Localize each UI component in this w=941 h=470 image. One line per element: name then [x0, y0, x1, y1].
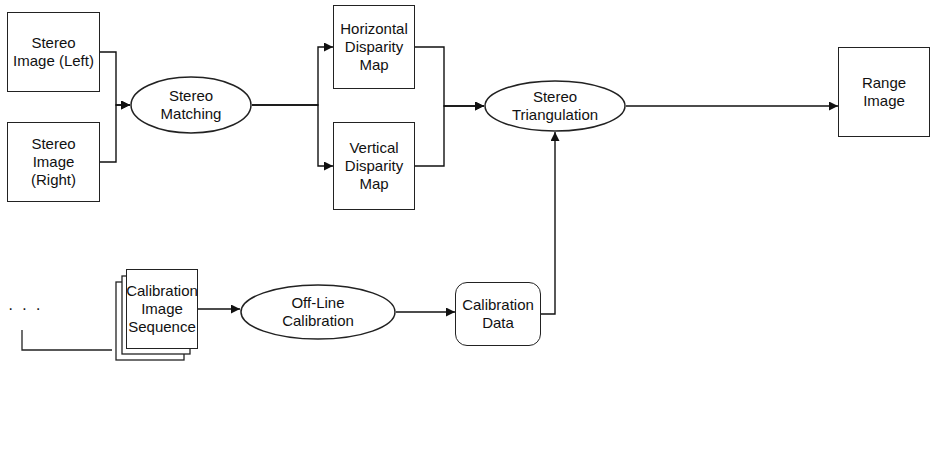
node-text: Off-Line Calibration — [256, 294, 380, 329]
node-text: Calibration Data — [461, 296, 535, 331]
stack-frame — [22, 330, 112, 350]
data-store-box: Calibration Data — [455, 282, 541, 346]
input-image-box: Stereo Image (Left) — [7, 12, 100, 92]
ellipse-outline — [131, 77, 251, 133]
flow-arrow — [252, 47, 333, 105]
node-text: Vertical Disparity Map — [339, 139, 409, 192]
input-image-box: Stereo Image (Right) — [7, 122, 100, 202]
process-ellipse: Stereo Matching — [130, 76, 252, 134]
node-text: Stereo Image (Left) — [13, 34, 94, 69]
ellipse-outline — [485, 81, 625, 131]
node-text: Stereo Image (Right) — [13, 135, 94, 188]
node-text: Range Image — [844, 74, 924, 109]
process-ellipse: Stereo Triangulation — [484, 80, 626, 132]
data-box: Vertical Disparity Map — [333, 122, 415, 210]
ellipsis-label: · · · — [8, 300, 43, 318]
flow-arrow — [100, 105, 130, 162]
flow-arrow — [198, 308, 240, 309]
flow-arrow — [100, 52, 130, 105]
image-sequence-box: Calibration Image Sequence — [126, 269, 198, 349]
node-text: Horizontal Disparity Map — [339, 20, 409, 73]
node-text: Stereo Matching — [146, 87, 236, 122]
ellipse-outline — [241, 285, 395, 339]
flow-arrow — [541, 132, 555, 314]
node-text: Stereo Triangulation — [500, 88, 610, 123]
flow-arrow — [415, 47, 484, 106]
flow-arrow — [415, 106, 484, 166]
node-text: Calibration Image Sequence — [126, 282, 198, 335]
flow-arrow — [626, 105, 838, 106]
process-ellipse: Off-Line Calibration — [240, 284, 396, 340]
flow-arrow — [396, 311, 455, 312]
data-box: Horizontal Disparity Map — [333, 5, 415, 89]
output-box: Range Image — [838, 47, 930, 137]
flow-arrow — [252, 105, 333, 166]
